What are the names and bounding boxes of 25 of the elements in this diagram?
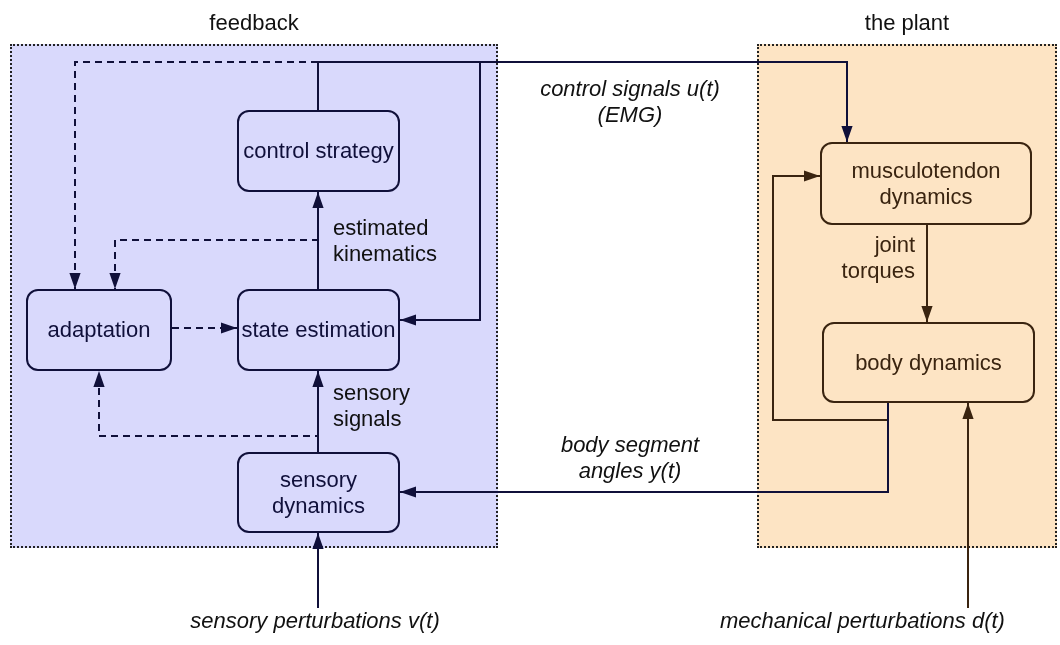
process-box: musculotendon dynamics [820, 142, 1032, 225]
dashed-arrow [171, 322, 238, 334]
edge-label: joint torques [840, 232, 915, 285]
dashed-arrow [69, 61, 319, 290]
arrow [317, 61, 481, 326]
dashed-arrow [109, 239, 319, 290]
arrow [921, 224, 933, 323]
process-box: adaptation [26, 289, 172, 371]
panel-heading: feedback [208, 10, 300, 36]
process-box: body dynamics [822, 322, 1035, 403]
edge-label: control signals u(t) (EMG) [539, 76, 721, 129]
arrow [399, 402, 889, 498]
dashed-arrow [93, 370, 319, 453]
process-box: control strategy [237, 110, 400, 192]
process-box: state estimation [237, 289, 400, 371]
panel-heading: the plant [863, 10, 951, 36]
edge-label: body segment angles y(t) [559, 432, 701, 485]
edge-label: sensory signals [333, 380, 412, 433]
input-label: mechanical perturbations d(t) [719, 608, 1006, 634]
process-box: sensory dynamics [237, 452, 400, 533]
edge-label: estimated kinematics [333, 215, 438, 268]
arrow [312, 532, 324, 609]
arrow [772, 170, 889, 421]
input-label: sensory perturbations v(t) [189, 608, 441, 634]
arrow [962, 402, 974, 609]
